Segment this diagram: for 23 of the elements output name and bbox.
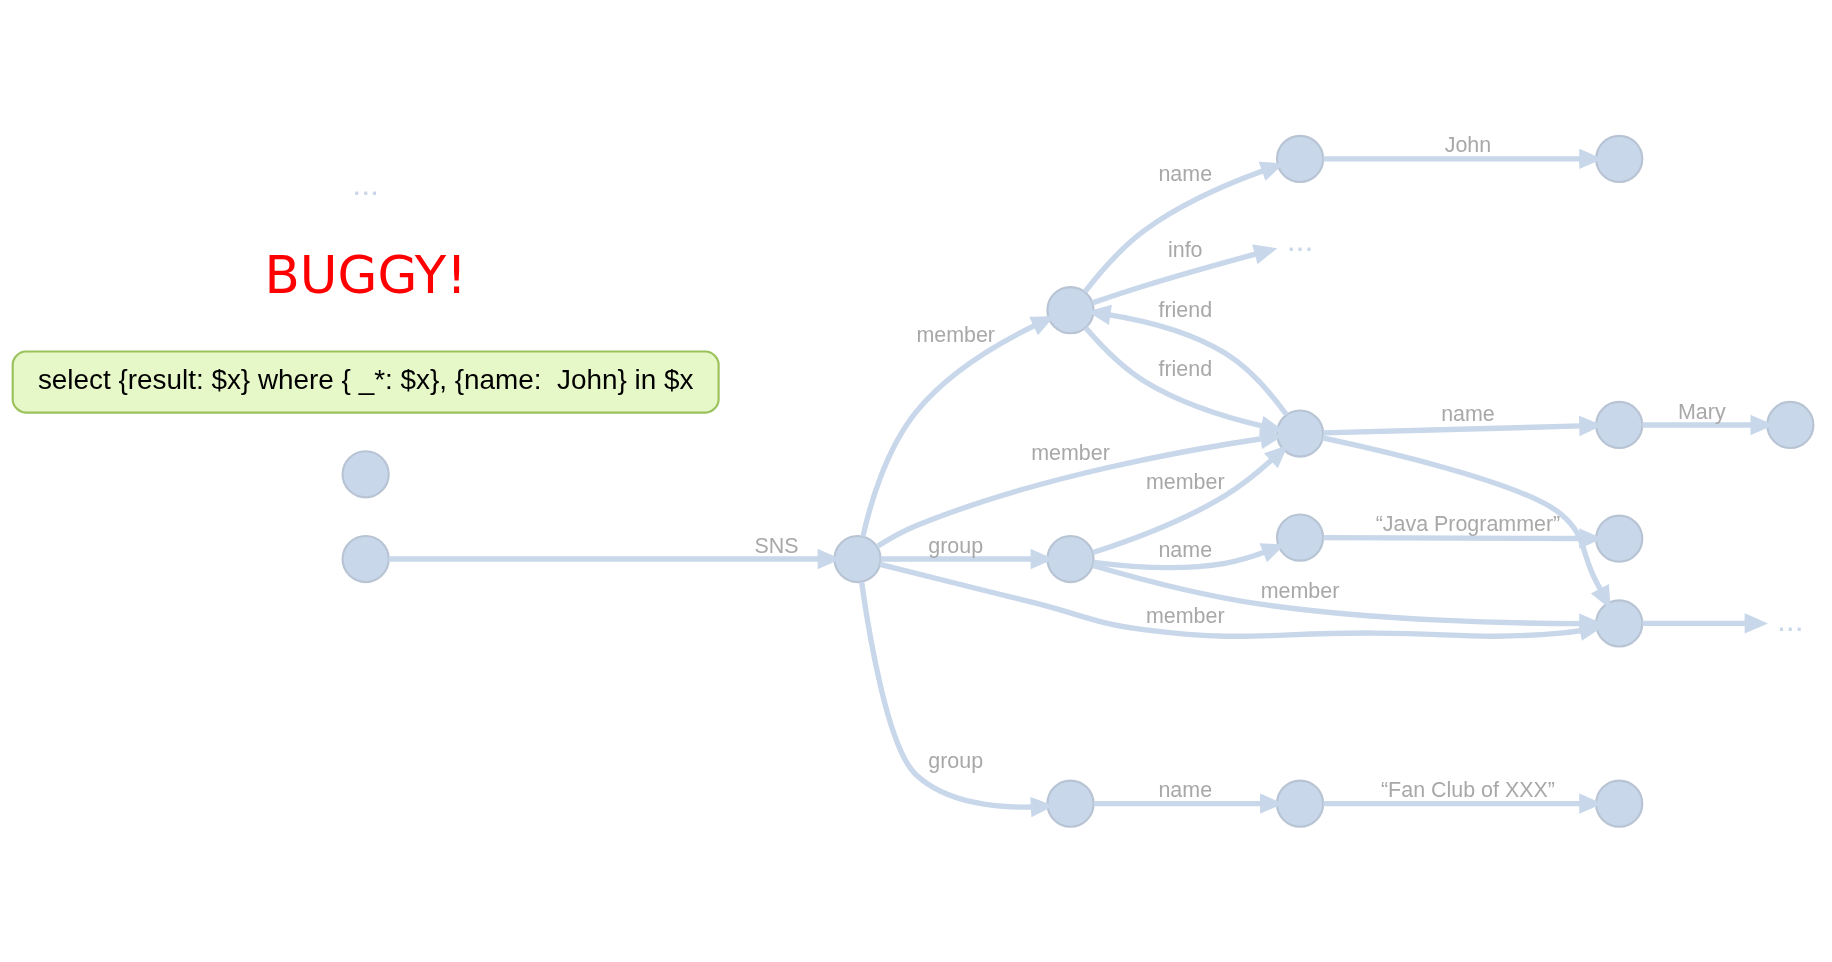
edge-label: Mary <box>1678 399 1726 424</box>
edge-label: member <box>1260 578 1340 603</box>
edge-label: “Fan Club of XXX” <box>1380 778 1555 803</box>
edge-label: name <box>1441 401 1495 426</box>
edge-label: name <box>1158 778 1213 803</box>
node-text: ... <box>1776 602 1804 639</box>
edge-label: name <box>1158 537 1213 562</box>
edge-label: info <box>1167 237 1203 262</box>
edge-label: friend <box>1158 297 1213 322</box>
edge-label: group <box>928 749 984 774</box>
edge-label: “Java Programmer” <box>1375 512 1561 537</box>
edge-label: SNS <box>754 533 799 558</box>
edge-label: John <box>1444 133 1492 158</box>
label: BUGGY! <box>264 244 467 305</box>
edge-label: group <box>928 533 984 558</box>
edge-label: member <box>1145 470 1225 495</box>
edge-label: friend <box>1158 356 1213 381</box>
label: ... <box>352 165 380 202</box>
edge-label: name <box>1158 162 1213 187</box>
edge-label: member <box>1031 441 1110 466</box>
edge-label: member <box>1145 604 1225 629</box>
edge-label: member <box>916 323 996 348</box>
node-text: ... <box>1286 221 1314 258</box>
